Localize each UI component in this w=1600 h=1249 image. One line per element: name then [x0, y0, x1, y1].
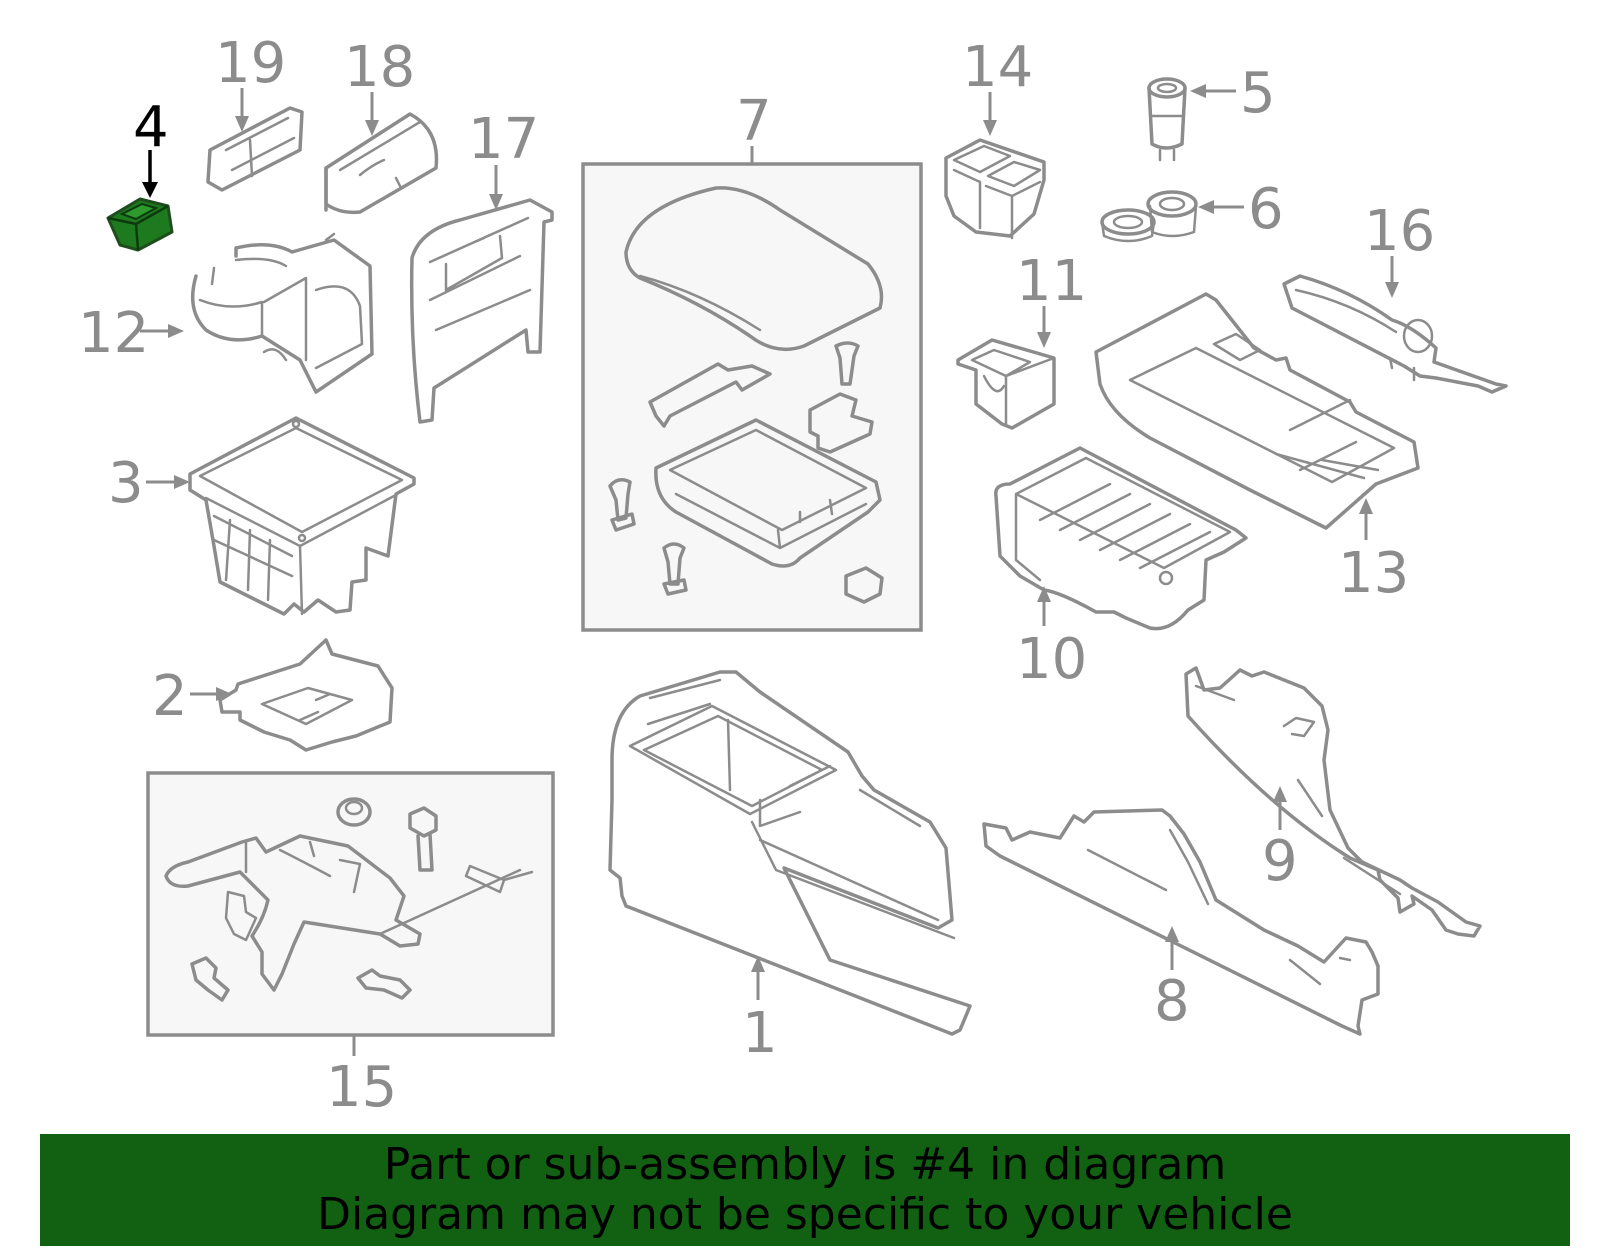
callout-1: 1 — [742, 1001, 778, 1066]
part-6 — [1100, 190, 1198, 243]
callout-4: 4 — [133, 95, 169, 160]
callout-13: 13 — [1338, 541, 1409, 606]
callout-3: 3 — [108, 451, 144, 516]
callout-6: 6 — [1248, 177, 1284, 242]
callout-5: 5 — [1240, 61, 1276, 126]
callout-10: 10 — [1016, 627, 1087, 692]
part-17 — [409, 198, 554, 424]
callout-11: 11 — [1016, 249, 1087, 314]
callout-14: 14 — [962, 35, 1033, 100]
part-18 — [324, 112, 439, 215]
banner-line-2: Diagram may not be specific to your vehi… — [317, 1189, 1293, 1240]
callout-15: 15 — [326, 1055, 397, 1120]
part-14 — [944, 138, 1046, 240]
part-1 — [608, 670, 972, 1036]
callout-numbers: 4 19 18 17 12 3 2 15 7 14 5 6 16 11 13 1… — [78, 31, 1435, 1120]
info-banner: Part or sub-assembly is #4 in diagram Di… — [40, 1134, 1570, 1246]
part-4-highlighted[interactable] — [106, 197, 174, 252]
part-16 — [1282, 274, 1508, 394]
callout-2: 2 — [152, 664, 188, 729]
callout-arrows — [140, 84, 1399, 1056]
part-13 — [1094, 292, 1420, 530]
callout-12: 12 — [78, 301, 149, 366]
callout-9: 9 — [1262, 829, 1298, 894]
callout-8: 8 — [1154, 969, 1190, 1034]
part-7-armrest-kit — [608, 186, 884, 604]
part-3 — [188, 416, 416, 616]
part-9 — [1184, 666, 1482, 938]
part-10 — [994, 446, 1248, 631]
callout-17: 17 — [468, 107, 539, 172]
shifter-kit-box — [146, 771, 555, 1037]
callout-7: 7 — [736, 89, 772, 154]
callout-16: 16 — [1364, 199, 1435, 264]
banner-line-1: Part or sub-assembly is #4 in diagram — [383, 1139, 1227, 1190]
callout-18: 18 — [344, 35, 415, 100]
callout-19: 19 — [215, 31, 286, 96]
part-8 — [982, 808, 1380, 1036]
part-2 — [218, 638, 394, 752]
part-19 — [206, 106, 304, 192]
part-11 — [956, 338, 1056, 430]
part-15-shifter-assembly — [164, 797, 534, 1002]
part-12 — [190, 232, 374, 394]
part-5 — [1147, 77, 1187, 162]
